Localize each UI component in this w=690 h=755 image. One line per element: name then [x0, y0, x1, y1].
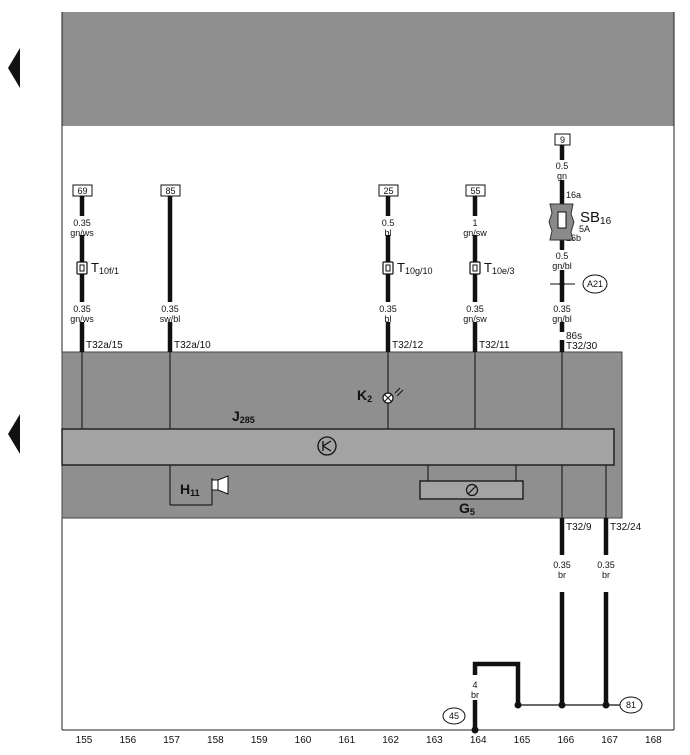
- fuse-icon: [548, 203, 575, 241]
- w162-bot-color: bl: [384, 314, 391, 324]
- lamp-rays-icon: [394, 387, 404, 397]
- warning-symbol-icon: [317, 436, 337, 456]
- w166-bot-size: 0.35: [553, 304, 571, 314]
- ref-9[interactable]: 9: [560, 135, 565, 145]
- connector-icon-162: [382, 261, 394, 275]
- top-grey-block: [62, 12, 674, 126]
- ref-45[interactable]: 45: [449, 711, 459, 721]
- lower-pin-2: T32/24: [610, 522, 642, 533]
- w166-mid-color: gn/bl: [552, 261, 572, 271]
- w166-pin: T32/30: [566, 341, 598, 352]
- fuse-in-pin: 16a: [566, 190, 581, 200]
- w162-bot-size: 0.35: [379, 304, 397, 314]
- lower-3-size: 4: [472, 680, 477, 690]
- connector-label-155: T10f/1: [91, 260, 119, 276]
- w155-top-size: 0.35: [73, 218, 91, 228]
- thick-wires-bottom: [472, 518, 609, 730]
- ruler-label: 165: [514, 735, 531, 746]
- ref-45-circle[interactable]: [442, 707, 466, 725]
- connector-icon-155: [76, 261, 88, 275]
- ruler-label: 161: [338, 735, 355, 746]
- w157-bot-color: sw/bl: [160, 314, 181, 324]
- lower-2-color: br: [602, 570, 610, 580]
- page-prev-arrow-icon-2[interactable]: [8, 414, 20, 454]
- w166-mid-size: 0.5: [556, 251, 569, 261]
- lower-1-size: 0.35: [553, 560, 571, 570]
- fuse-label: SB16: [580, 209, 612, 227]
- ruler-label: 160: [295, 735, 312, 746]
- w164-pin: T32/11: [479, 340, 510, 351]
- ruler-label: 155: [76, 735, 93, 746]
- lower-3-color: br: [471, 690, 479, 700]
- junction-dot-3: [602, 701, 610, 709]
- gauge-icon: [465, 483, 479, 497]
- w164-bot-color: gn/sw: [463, 314, 487, 324]
- w164-top-size: 1: [472, 218, 477, 228]
- k2-label: K2: [357, 387, 372, 404]
- w166-top-size: 0.5: [556, 161, 569, 171]
- ref-55[interactable]: 55: [470, 186, 480, 196]
- w162-top-color: bl: [384, 228, 391, 238]
- w155-pin: T32a/15: [86, 340, 123, 351]
- w155-bot-size: 0.35: [73, 304, 91, 314]
- w155-bot-color: gn/ws: [70, 314, 94, 324]
- internal-wires: [81, 352, 607, 518]
- ruler-label: 167: [601, 735, 618, 746]
- ruler-label: 159: [251, 735, 268, 746]
- column-ruler: 155 156 157 158 159 160 161 162 163 164 165 166 167 1…: [76, 735, 663, 746]
- ref-81-circle[interactable]: [619, 696, 643, 714]
- splice-ref[interactable]: A21: [587, 279, 603, 289]
- w164-top-color: gn/sw: [463, 228, 487, 238]
- ruler-label: 162: [382, 735, 399, 746]
- page-prev-arrow-icon[interactable]: [8, 48, 20, 88]
- ruler-label: 156: [119, 735, 136, 746]
- connector-label-164: T10e/3: [484, 260, 514, 276]
- ref-81[interactable]: 81: [626, 700, 636, 710]
- w166-pin-a: 86s: [566, 331, 582, 342]
- ruler-label: 164: [470, 735, 487, 746]
- g5-label: G5: [459, 500, 475, 517]
- w166-top-color: gn: [557, 171, 567, 181]
- splice-dot: [559, 281, 565, 287]
- ref-85[interactable]: 85: [165, 186, 175, 196]
- ruler-label: 168: [645, 735, 662, 746]
- ruler-label: 166: [557, 735, 574, 746]
- junction-dot-1: [514, 701, 522, 709]
- w166-bot-color: gn/bl: [552, 314, 572, 324]
- ref-69[interactable]: 69: [77, 186, 87, 196]
- w155-top-color: gn/ws: [70, 228, 94, 238]
- w162-top-size: 0.5: [382, 218, 395, 228]
- ruler-label: 157: [163, 735, 180, 746]
- buzzer-icon: [211, 479, 219, 491]
- ruler-label: 163: [426, 735, 443, 746]
- connector-label-162: T10g/10: [397, 260, 432, 276]
- thick-wires-top: [79, 145, 565, 352]
- ref-25[interactable]: 25: [383, 186, 393, 196]
- lower-pin-1: T32/9: [566, 522, 592, 533]
- h11-label: H11: [180, 481, 200, 498]
- j285-label: J285: [232, 408, 255, 425]
- w157-pin: T32a/10: [174, 340, 211, 351]
- fuse-rating: 5A: [579, 224, 590, 234]
- junction-dot-4: [471, 726, 479, 734]
- junction-dot-2: [558, 701, 566, 709]
- w164-bot-size: 0.35: [466, 304, 484, 314]
- connector-icon-164: [469, 261, 481, 275]
- splice-ref-circle[interactable]: [582, 274, 608, 294]
- ruler-label: 158: [207, 735, 224, 746]
- w162-pin: T32/12: [392, 340, 424, 351]
- lower-1-color: br: [558, 570, 566, 580]
- ref-boxes: [72, 133, 571, 197]
- control-unit-band: [61, 428, 615, 466]
- fuse-out-pin: 16b: [566, 233, 581, 243]
- w157-bot-size: 0.35: [161, 304, 179, 314]
- lower-2-size: 0.35: [597, 560, 615, 570]
